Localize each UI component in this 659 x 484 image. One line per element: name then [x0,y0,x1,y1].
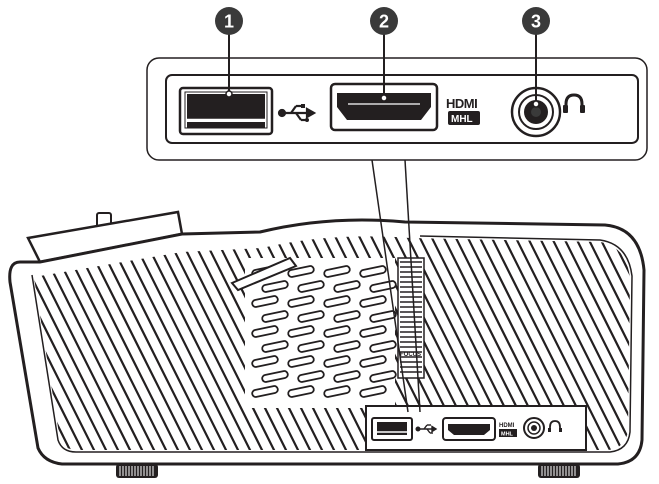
vent-slot [359,295,387,308]
body-stripe [151,236,273,450]
body-stripe [91,236,213,450]
body-stripe [559,236,630,450]
usb-port [178,86,274,136]
hdmi-logo: HDMI [446,96,477,111]
projector-body: FOCUS H [0,210,659,478]
vent-slot [261,340,289,353]
vent-slot [369,370,397,383]
body-stripe [0,230,8,470]
body-stripe [583,236,630,450]
usb-symbol-icon [277,104,317,122]
vent-slot [297,280,325,293]
vent-slot [359,355,387,368]
vent-slot [359,385,387,398]
vent-slot [359,325,387,338]
vent-slot [251,325,279,338]
svg-text:1: 1 [224,12,234,32]
body-stripe [34,236,129,450]
vent-slot [323,325,351,338]
vent-slot [287,325,315,338]
hdmi-port [329,82,439,132]
headphone-icon [563,93,585,113]
vent-slot [323,295,351,308]
body-stripe [127,236,249,450]
body-stripe [79,236,201,450]
vent-slot [261,310,289,323]
body-stripe [571,236,630,450]
body-stripe [487,236,609,450]
body-stripe [547,236,630,450]
callout-badge-3: 3 [522,7,550,35]
body-stripe [535,236,630,450]
body-stripe [139,236,261,450]
body-usb-symbol-icon [415,424,438,434]
body-stripe [595,236,630,450]
body-mhl-label: MHL [501,432,514,438]
body-stripe [499,236,621,450]
vent-slot [333,370,361,383]
vent-slot [287,355,315,368]
vent-slot [333,340,361,353]
body-stripe [607,236,630,450]
vent-slot [287,265,315,278]
vent-slot [333,310,361,323]
vent-slot [369,310,397,323]
vent-slot [297,310,325,323]
vent-slot [287,385,315,398]
right-foot [538,464,580,478]
vent-slot [297,370,325,383]
vent-slot [261,370,289,383]
left-foot [116,464,158,478]
svg-text:3: 3 [531,12,541,32]
body-stripe [103,236,225,450]
body-stripe [67,236,189,450]
vent-slot [369,340,397,353]
vent-slot [297,340,325,353]
vent-slot [359,265,387,278]
body-stripe [34,236,117,450]
body-stripe [34,236,81,450]
body-hdmi-label: HDMI [499,423,515,429]
vent-slot [261,280,289,293]
focus-label: FOCUS [400,352,421,358]
vent-slot [323,385,351,398]
vent-slot [251,295,279,308]
body-stripe [644,230,659,470]
svg-text:2: 2 [379,12,389,32]
body-stripe [511,236,630,450]
mhl-logo: MHL [451,114,473,125]
vent-slot [287,295,315,308]
body-stripe [523,236,630,450]
body-stripe [34,236,93,450]
body-stripe [163,236,285,450]
body-port-panel: HDMI MHL [365,405,587,451]
body-headphone-icon [549,420,561,431]
audio-port [510,86,562,138]
vent-slot [333,280,361,293]
body-stripe [115,236,237,450]
callout-panel: HDMI MHL 1 2 [146,7,648,413]
vent-slot [251,385,279,398]
body-stripe [175,236,297,450]
callout-badge-2: 2 [370,7,398,35]
vent-slot [323,355,351,368]
vent-slot [251,355,279,368]
body-stripe [55,236,177,450]
vent-slot [323,265,351,278]
mhl-logo-badge [448,111,480,125]
callout-badge-1: 1 [215,7,243,35]
